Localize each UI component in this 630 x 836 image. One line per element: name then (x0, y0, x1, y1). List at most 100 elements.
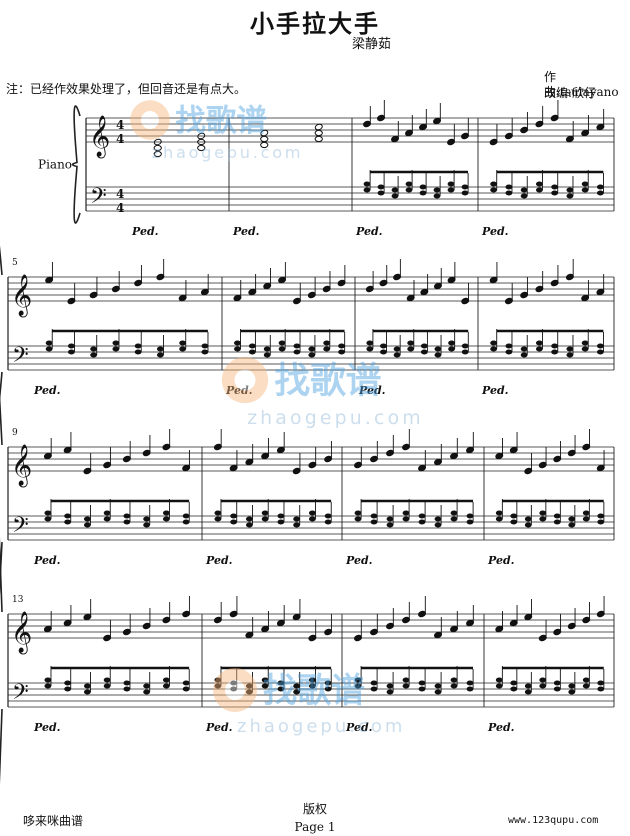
pedal-mark: Ped. (131, 225, 159, 238)
bass-note (45, 346, 53, 352)
bass-note (103, 510, 111, 516)
bass-note (434, 689, 442, 695)
bass-note (433, 193, 441, 199)
bass-note (277, 513, 285, 519)
bass-note (450, 677, 458, 683)
bass-note (419, 184, 427, 190)
bass-note (370, 519, 378, 525)
watermark-brand: 找歌谱 (175, 104, 267, 139)
watermark-brand: 找歌谱 (263, 671, 365, 711)
grand-staff-brace (71, 105, 81, 224)
pedal-mark: Ped. (33, 554, 61, 567)
bass-note (214, 516, 222, 522)
bass-note (112, 340, 120, 346)
bass-note (230, 519, 238, 525)
bass-note (386, 516, 394, 522)
bass-note (293, 349, 301, 355)
bass-note (308, 516, 316, 522)
bass-note (582, 683, 590, 689)
time-signature-top: 4 (116, 187, 124, 201)
bass-note (366, 340, 374, 346)
bass-note (354, 677, 362, 683)
bass-note (83, 522, 91, 528)
bass-note (520, 346, 528, 352)
bass-note (261, 510, 269, 516)
singer-name: 梁静茹 (352, 37, 392, 52)
bass-clef-icon: 𝄢 (12, 680, 29, 710)
bass-note (553, 513, 561, 519)
bass-note (83, 516, 91, 522)
bass-note (245, 683, 253, 689)
bass-note (553, 519, 561, 525)
pedal-mark: Ped. (205, 554, 233, 567)
bass-note (535, 346, 543, 352)
bass-note (263, 352, 271, 358)
bass-note (64, 513, 72, 519)
bass-note (386, 689, 394, 695)
bass-note (363, 187, 371, 193)
bass-note (324, 680, 332, 686)
site-name: 哆来咪曲谱 (23, 814, 84, 828)
bass-note (293, 522, 301, 528)
pedal-mark: Ped. (481, 384, 509, 397)
bass-note (520, 352, 528, 358)
bass-note (44, 683, 52, 689)
bass-note (461, 184, 469, 190)
bass-note (596, 190, 604, 196)
bass-note (495, 677, 503, 683)
bass-note (234, 346, 241, 352)
bass-note (490, 346, 498, 352)
bass-note (377, 190, 385, 196)
bass-note (510, 513, 518, 519)
bass-note (293, 343, 301, 349)
bass-note (418, 680, 426, 686)
bass-note (230, 686, 238, 692)
bass-note (261, 683, 269, 689)
bass-note (495, 510, 503, 516)
watermark-logo-icon (225, 680, 245, 700)
page-title: 小手拉大手 (250, 9, 380, 38)
bass-note (510, 680, 518, 686)
pedal-mark: Ped. (487, 554, 515, 567)
bass-note (214, 683, 222, 689)
bass-note (466, 686, 474, 692)
bass-note (214, 677, 222, 683)
treble-chord-note (314, 135, 323, 143)
bass-note (363, 181, 371, 187)
measure-number: 5 (12, 258, 18, 268)
treble-chord-note (153, 144, 162, 152)
bass-note (324, 686, 332, 692)
bass-note (447, 187, 455, 193)
bass-note (201, 343, 209, 349)
bass-note (162, 516, 170, 522)
bass-note (510, 519, 518, 525)
pedal-mark: Ped. (358, 384, 386, 397)
bass-note (524, 683, 532, 689)
bass-note (402, 516, 410, 522)
bass-note (495, 516, 503, 522)
bass-note (539, 677, 547, 683)
bass-note (293, 683, 301, 689)
pedal-mark: Ped. (481, 225, 509, 238)
bass-note (245, 689, 253, 695)
bass-note (393, 346, 401, 352)
bass-note (535, 181, 543, 187)
bass-note (182, 513, 190, 519)
bass-note (553, 680, 561, 686)
bass-note (405, 181, 413, 187)
bass-note (596, 349, 604, 355)
watermark-brand: 找歌谱 (274, 361, 381, 402)
treble-chord-note (260, 141, 269, 149)
bass-note (448, 340, 455, 346)
treble-clef-icon: 𝄞 (11, 274, 32, 317)
bass-note (418, 686, 426, 692)
bass-note (434, 352, 442, 358)
pedal-mark: Ped. (225, 384, 253, 397)
bass-note (405, 187, 413, 193)
watermark-logo-icon (130, 100, 170, 140)
bass-note (505, 184, 513, 190)
bass-note (230, 513, 238, 519)
bass-note (407, 340, 415, 346)
